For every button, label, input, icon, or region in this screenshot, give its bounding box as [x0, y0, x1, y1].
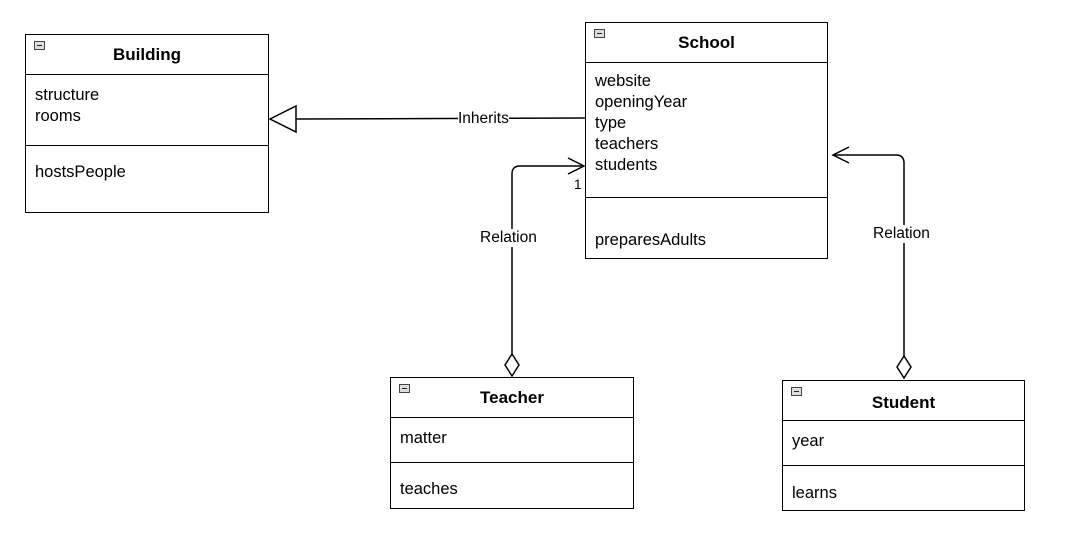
edge-student-relation[interactable] [831, 146, 912, 380]
attribute: structure [35, 86, 100, 104]
collapse-minus-icon[interactable] [34, 41, 45, 50]
class-name-school: School [678, 33, 735, 52]
class-teacher[interactable]: Teacher matter teaches [390, 377, 634, 509]
edge-label-teacher-relation: Relation [480, 229, 537, 247]
edge-label-student-relation: Relation [873, 225, 930, 243]
method: teaches [400, 480, 458, 498]
class-header-building[interactable]: Building [26, 35, 268, 75]
class-header-school[interactable]: School [586, 23, 827, 63]
section-divider [586, 197, 827, 198]
attributes-teacher: matter [391, 428, 633, 449]
open-arrowhead [831, 146, 850, 164]
collapse-minus-icon[interactable] [594, 29, 605, 38]
method: hostsPeople [35, 163, 126, 181]
section-divider [783, 465, 1024, 466]
class-name-teacher: Teacher [480, 388, 544, 407]
class-building[interactable]: Building structure rooms hostsPeople [25, 34, 269, 213]
collapse-minus-icon[interactable] [791, 387, 802, 396]
aggregation-diamond [896, 354, 912, 380]
class-name-building: Building [113, 45, 181, 64]
multiplicity-teacher-school: 1 [574, 177, 582, 192]
collapse-minus-icon[interactable] [399, 384, 410, 393]
attribute: type [595, 114, 627, 132]
attribute: website [595, 72, 651, 90]
attribute: students [595, 156, 658, 174]
attribute: rooms [35, 107, 81, 125]
methods-student: learns [783, 483, 1024, 504]
generalization-arrowhead [268, 104, 297, 134]
attribute: teachers [595, 135, 659, 153]
methods-teacher: teaches [391, 479, 633, 500]
methods-building: hostsPeople [26, 162, 268, 183]
class-name-student: Student [871, 393, 936, 412]
attributes-building: structure rooms [26, 85, 268, 127]
attribute: openingYear [595, 93, 688, 111]
methods-school: preparesAdults [586, 230, 827, 251]
edge-inherits[interactable] [268, 104, 587, 134]
section-divider [26, 145, 268, 146]
section-divider [391, 462, 633, 463]
edge-teacher-relation[interactable] [504, 157, 586, 378]
attributes-school: website openingYear type teachers studen… [586, 71, 827, 176]
open-arrowhead [567, 157, 586, 175]
attribute: year [792, 432, 825, 450]
class-header-teacher[interactable]: Teacher [391, 378, 633, 418]
class-student[interactable]: Student year learns [782, 380, 1025, 511]
aggregation-diamond [504, 352, 520, 378]
method: preparesAdults [595, 231, 706, 249]
class-header-student[interactable]: Student [783, 381, 1024, 421]
edge-label-inherits: Inherits [458, 110, 509, 128]
attribute: matter [400, 429, 447, 447]
method: learns [792, 484, 837, 502]
attributes-student: year [783, 431, 1024, 452]
class-school[interactable]: School website openingYear type teachers… [585, 22, 828, 259]
